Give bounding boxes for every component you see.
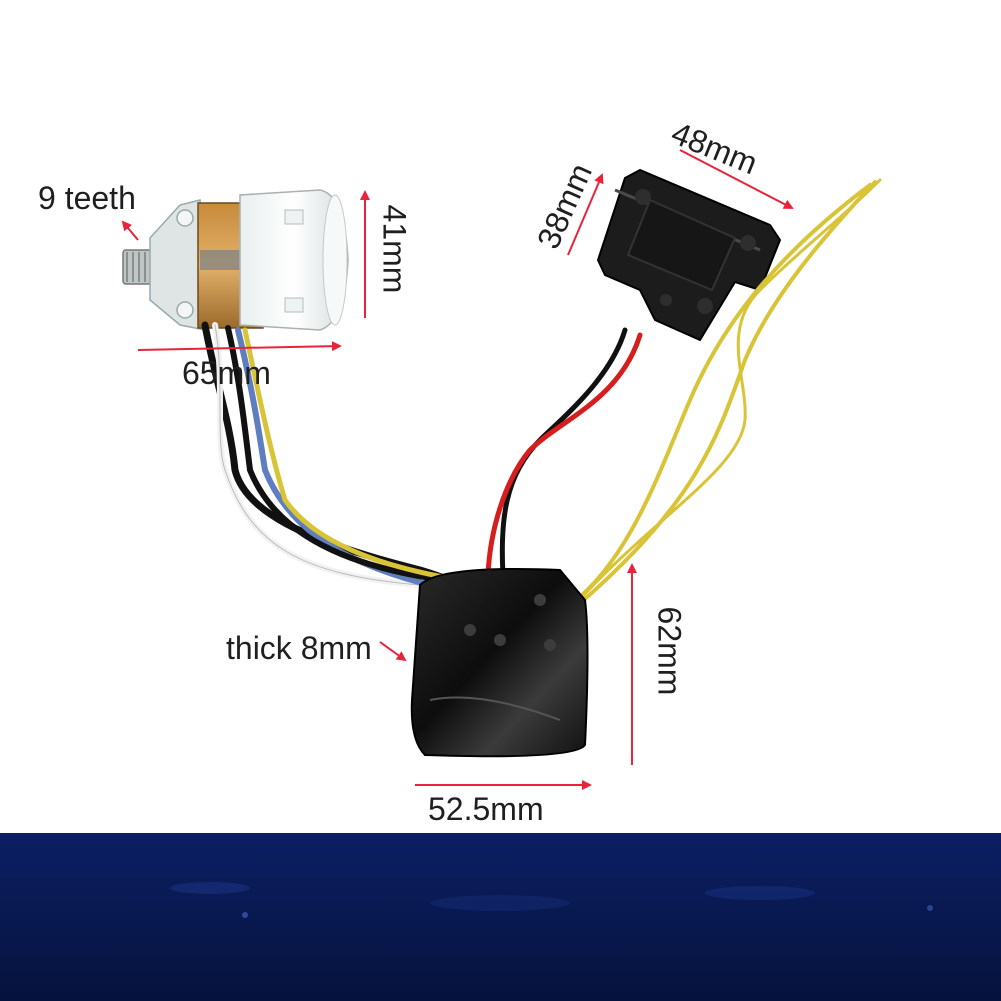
- control-board: [410, 568, 589, 758]
- bottom-banner: [0, 833, 1001, 1001]
- label-motor-height: 41mm: [376, 204, 413, 294]
- label-motor-length: 65mm: [182, 355, 271, 391]
- motor: [122, 189, 349, 331]
- label-board-width: 52.5mm: [428, 791, 544, 827]
- label-teeth: 9 teeth: [38, 180, 136, 216]
- dimension-arrows: [121, 149, 794, 790]
- label-board-thickness: thick 8mm: [226, 630, 372, 666]
- switch-module: [596, 168, 782, 342]
- label-board-height: 62mm: [651, 606, 688, 696]
